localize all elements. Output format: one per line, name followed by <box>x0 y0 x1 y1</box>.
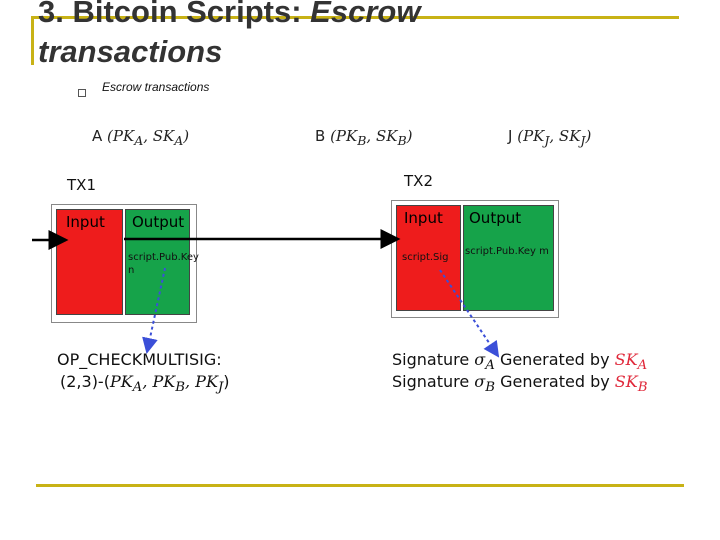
title-top-rule <box>31 16 679 19</box>
tx2-output-cell <box>463 205 554 311</box>
tx2-input-label: Input <box>404 209 443 227</box>
tx2-label: TX2 <box>404 172 433 190</box>
party-a-label: A <box>92 127 103 145</box>
tx1-output-cell <box>125 209 190 315</box>
signature-b-key-sub: B <box>637 380 648 396</box>
multisig-suffix: ) <box>223 372 230 391</box>
signature-b-word: Signature <box>392 372 470 391</box>
party-j-pk-sub: J <box>544 133 550 148</box>
signature-a-key: SK <box>614 350 638 369</box>
tx2-output-label: Output <box>469 209 522 227</box>
multisig-line2: (2,3)-(PKA, PKB, PKJ) <box>60 372 230 396</box>
multisig-k2-sub: B <box>175 380 185 396</box>
slide-title-part2: Escrow <box>310 0 421 29</box>
signature-b-sigma: σ <box>474 372 486 391</box>
party-a-keys: A (PKA, SKA) <box>92 127 189 148</box>
multisig-prefix: (2,3)-( <box>60 372 110 391</box>
tx1-input-cell <box>56 209 123 315</box>
multisig-k1: PK <box>109 372 133 391</box>
party-b-pk: (PK <box>330 127 358 145</box>
multisig-k2: PK <box>152 372 176 391</box>
signature-a-generated: Generated by <box>499 350 610 369</box>
signature-dashed-arrow <box>439 269 500 358</box>
tx2-box: Input Output script.Sig script.Pub.Key m <box>391 200 559 318</box>
party-j-pk: (PK <box>517 127 545 145</box>
party-a-pk-sub: A <box>134 133 144 148</box>
multisig-line1: OP_CHECKMULTISIG: <box>57 350 222 369</box>
party-a-pk: (PK <box>107 127 135 145</box>
party-a-sk: , SK <box>143 127 175 145</box>
party-j-close: ) <box>585 127 592 145</box>
party-j-sk-sub: J <box>580 133 586 148</box>
signature-a-key-sub: A <box>637 358 648 374</box>
multisig-k3: PK <box>195 372 218 391</box>
tx1-label: TX1 <box>67 176 96 194</box>
slide-title-line2: transactions <box>38 34 223 69</box>
party-j-keys: J (PKJ, SKJ) <box>508 127 591 148</box>
slide-title: 3. Bitcoin Scripts: Escrow transactions <box>38 0 420 72</box>
multisig-k3-sub: J <box>217 380 224 396</box>
party-b-sk-sub: B <box>397 133 407 148</box>
signature-line-a: Signature σA Generated by SKA <box>392 350 647 373</box>
tx1-input-label: Input <box>66 213 105 231</box>
tx1-output-label: Output <box>132 213 185 231</box>
signature-b-sigma-sub: B <box>485 380 495 396</box>
tx2-input-cell <box>396 205 461 311</box>
party-b-pk-sub: B <box>357 133 367 148</box>
signature-b-key: SK <box>614 372 638 391</box>
party-b-sk: , SK <box>366 127 398 145</box>
signature-a-sigma: σ <box>474 350 486 369</box>
party-a-sk-sub: A <box>174 133 184 148</box>
tx1-output-script: script.Pub.Key n <box>128 252 199 276</box>
signature-a-word: Signature <box>392 350 470 369</box>
multisig-dashed-arrow <box>142 267 166 354</box>
slide-title-part1: 3. Bitcoin Scripts: <box>38 0 311 29</box>
title-left-rule <box>31 17 34 65</box>
footer-rule <box>36 484 684 487</box>
party-a-close: ) <box>183 127 190 145</box>
bullet-text: Escrow transactions <box>102 80 210 94</box>
signature-line-b: Signature σB Generated by SKB <box>392 372 648 395</box>
tx2-input-script: script.Sig <box>402 252 449 263</box>
party-j-label: J <box>508 127 513 145</box>
signature-b-generated: Generated by <box>500 372 610 391</box>
party-b-close: ) <box>406 127 413 145</box>
bullet-square-icon <box>78 89 86 97</box>
party-b-label: B <box>315 127 326 145</box>
tx1-box: Input Output script.Pub.Key n <box>51 204 199 323</box>
tx2-output-script: script.Pub.Key m <box>465 246 549 257</box>
party-j-sk: , SK <box>549 127 581 145</box>
signature-a-sigma-sub: A <box>485 358 495 374</box>
multisig-k1-sub: A <box>132 380 143 396</box>
party-b-keys: B (PKB, SKB) <box>315 127 413 148</box>
